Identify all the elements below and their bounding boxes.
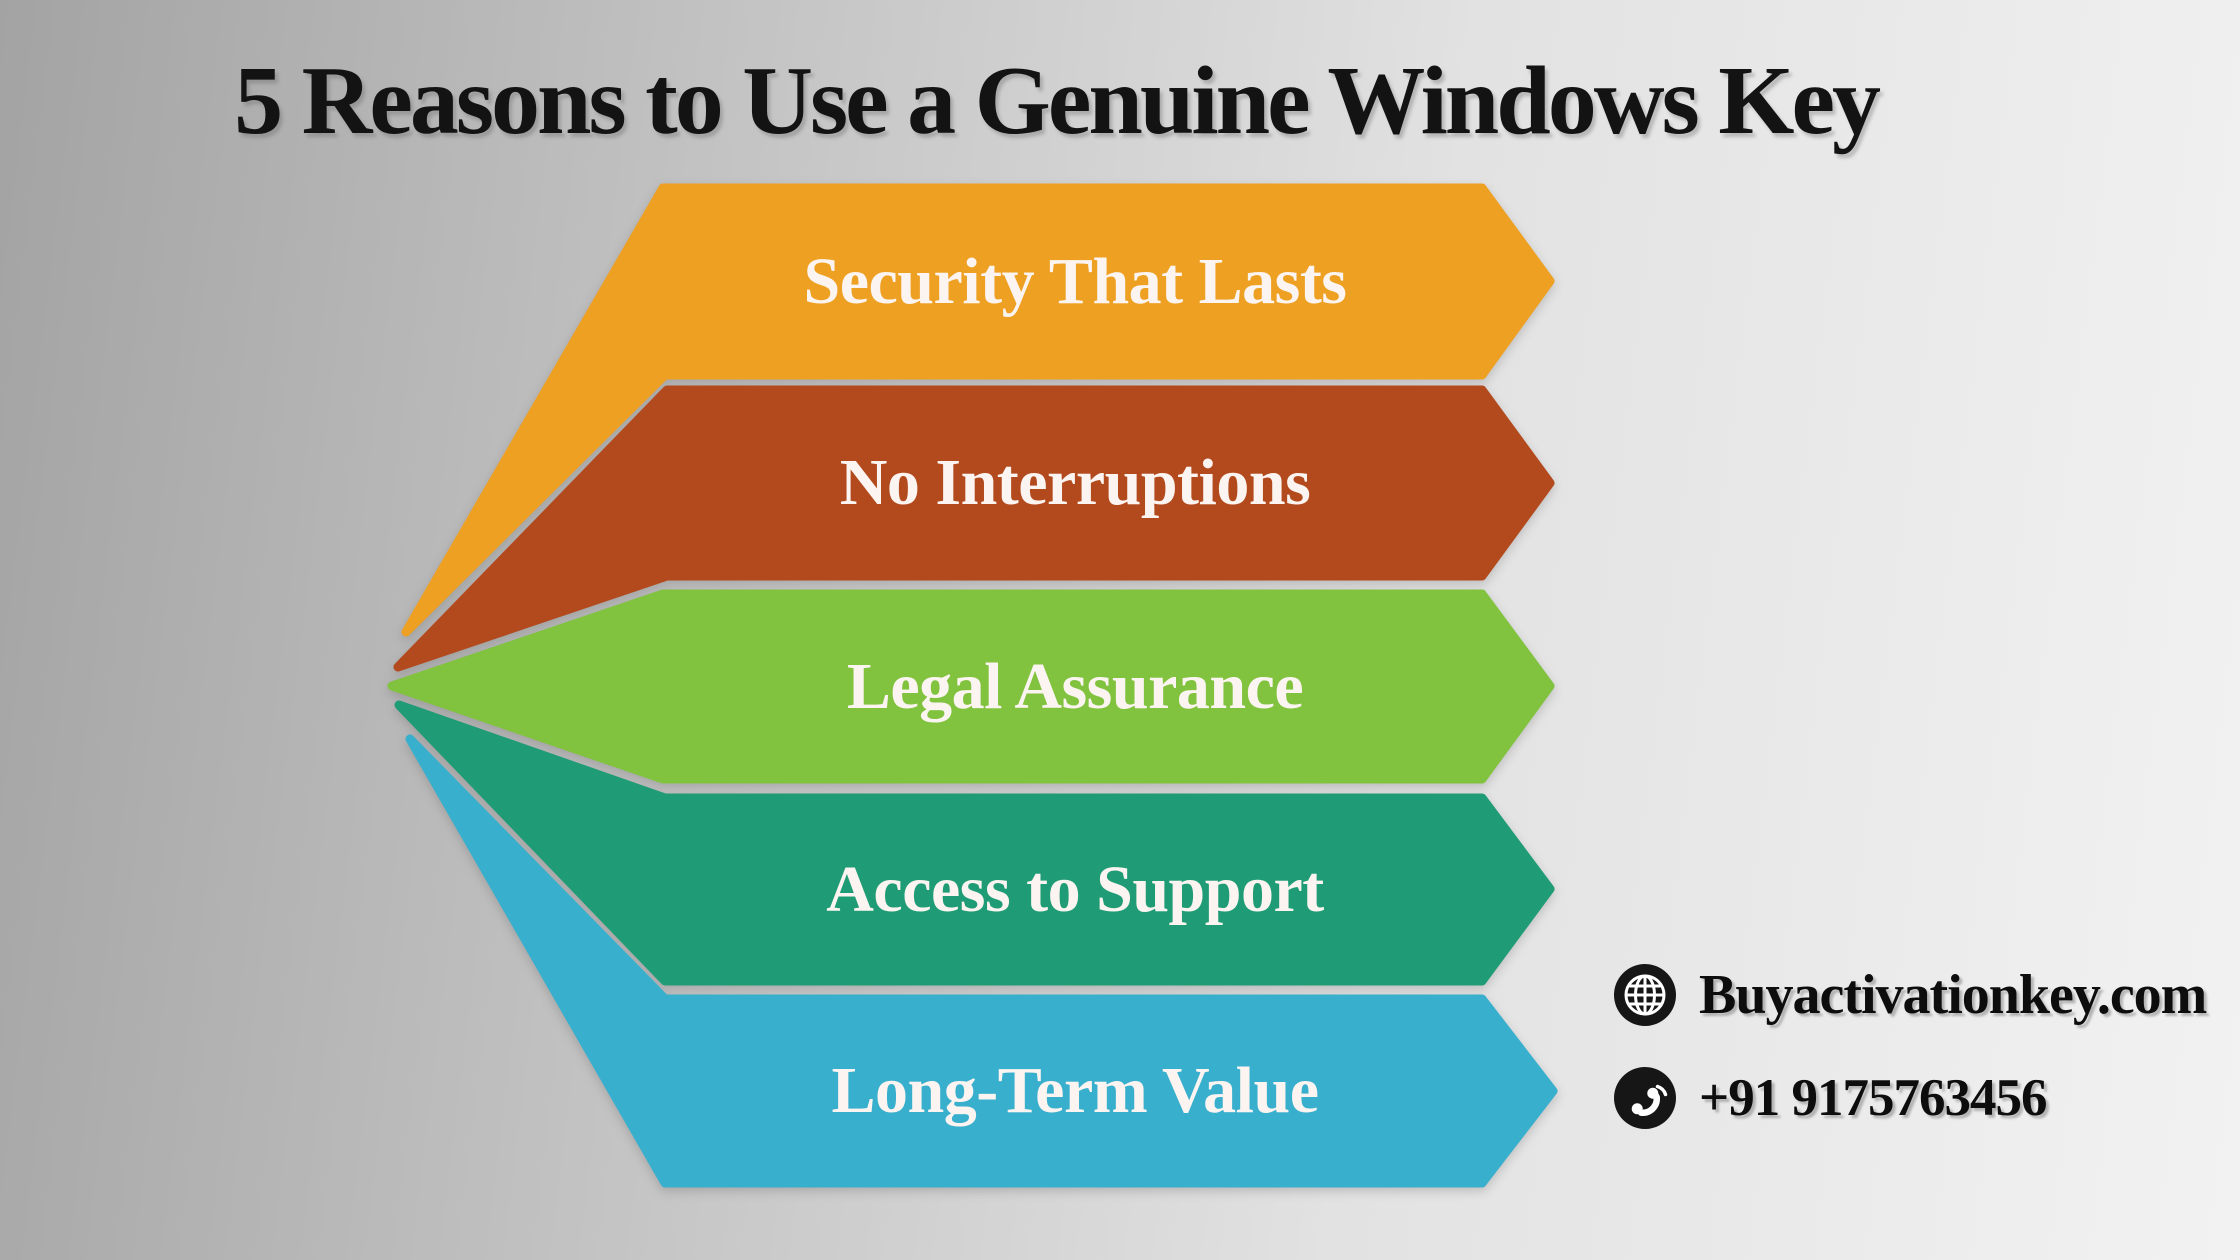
phone-icon <box>1614 1067 1676 1129</box>
banner-shape-interruptions <box>393 385 1555 672</box>
banner-shape-value <box>405 734 1558 1188</box>
banner-label-interruptions: No Interruptions <box>839 446 1311 519</box>
phone-number[interactable]: +91 9175763456 <box>1699 1069 2047 1127</box>
banner-label-value: Long-Term Value <box>831 1054 1319 1127</box>
phone-contact-row: +91 9175763456 <box>1613 1064 2047 1132</box>
website-contact-row: Buyactivationkey.com <box>1613 961 2207 1029</box>
banner-label-legal: Legal Assurance <box>846 649 1304 723</box>
banner-shape-legal <box>387 589 1555 784</box>
page-title: 5 Reasons to Use a Genuine Windows Key <box>234 47 1881 155</box>
banner-shape-security <box>401 183 1555 637</box>
banner-label-support: Access to Support <box>826 852 1324 926</box>
banner-label-security: Security That Lasts <box>803 244 1348 318</box>
banner-shape-support <box>394 700 1555 986</box>
globe-icon <box>1614 964 1676 1026</box>
website-link[interactable]: Buyactivationkey.com <box>1699 964 2207 1026</box>
